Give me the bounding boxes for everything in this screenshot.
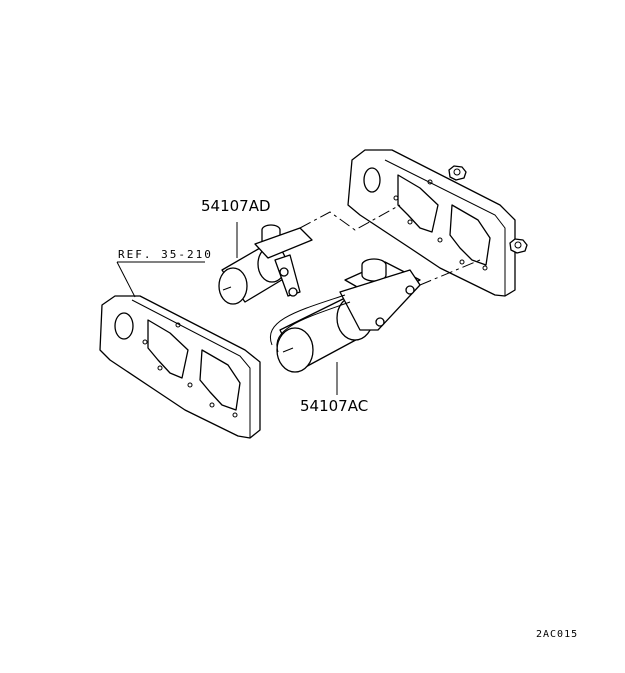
alignment-line [299,204,401,231]
right-mounting-plate [347,149,516,297]
diagram-code: 2AC015 [536,629,579,640]
nut [509,238,528,254]
part-number-54107AC: 54107AC [300,397,369,415]
upper-motor-54107AD [218,224,313,305]
left-mounting-plate [99,295,261,439]
lower-motor-54107AC [269,258,421,373]
nut [448,165,467,181]
part-number-54107AD: 54107AD [201,197,271,215]
reference-label: REF. 35-210 [118,248,213,261]
leader-line [116,261,205,298]
alignment-line [419,259,481,286]
